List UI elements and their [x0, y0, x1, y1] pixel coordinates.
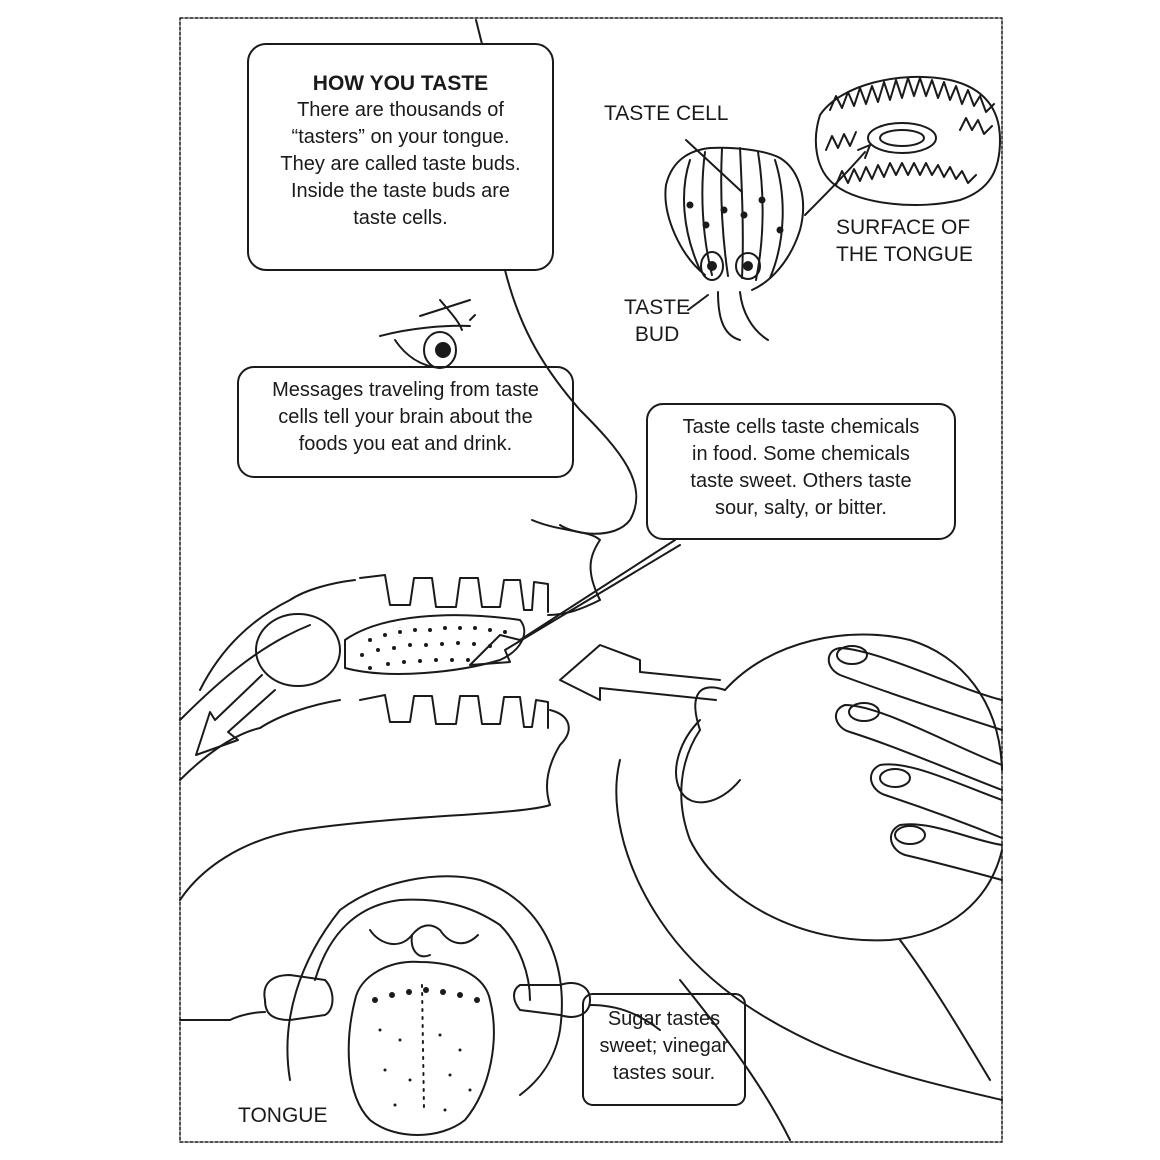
chemicals-text: Taste cells taste chemicals in food. Som… — [647, 414, 955, 522]
label-surface-of-tongue: SURFACE OF THE TONGUE — [836, 214, 973, 268]
messages-text: Messages traveling from taste cells tell… — [238, 377, 573, 458]
chemicals-callout: Taste cells taste chemicals in food. Som… — [647, 414, 955, 522]
how-you-taste-box: HOW YOU TASTE There are thousands of “ta… — [248, 70, 553, 232]
label-taste-bud: TASTE BUD — [624, 294, 690, 348]
label-tongue: TONGUE — [238, 1102, 327, 1129]
tongue-surface-icon — [816, 77, 1000, 205]
head-profile-icon — [180, 270, 636, 900]
messages-callout: Messages traveling from taste cells tell… — [238, 377, 573, 458]
sugar-callout: Sugar tastes sweet; vinegar tastes sour. — [583, 1006, 745, 1087]
sugar-text: Sugar tastes sweet; vinegar tastes sour. — [583, 1006, 745, 1087]
arrow-icon — [560, 645, 720, 700]
label-taste-cell: TASTE CELL — [604, 100, 728, 127]
how-you-taste-body: There are thousands of “tasters” on your… — [248, 97, 553, 232]
how-you-taste-title: HOW YOU TASTE — [248, 70, 553, 97]
taste-bud-dots — [360, 626, 507, 1112]
